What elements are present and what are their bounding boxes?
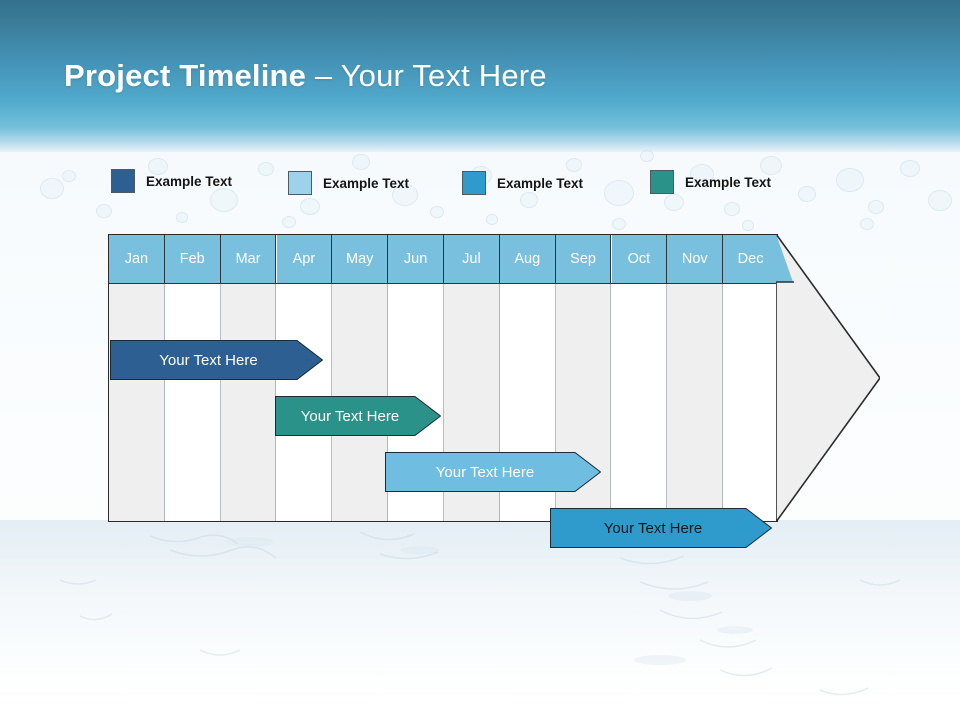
month-header-dec[interactable]: Dec (723, 235, 777, 283)
page-title-strong: Project Timeline (64, 58, 307, 93)
column-divider (666, 235, 668, 521)
month-column-aug: Aug (499, 235, 556, 521)
column-divider (722, 235, 724, 521)
month-column-apr: Apr (276, 235, 333, 521)
task-bar-4[interactable]: Your Text Here (550, 508, 772, 548)
month-header-sep[interactable]: Sep (555, 235, 612, 283)
column-divider (331, 235, 333, 521)
month-header-jan[interactable]: Jan (109, 235, 165, 283)
column-divider (498, 235, 500, 521)
header-gradient-band (0, 0, 960, 152)
legend-item-2[interactable]: Example Text (288, 171, 409, 195)
month-header-mar[interactable]: Mar (220, 235, 277, 283)
task-bar-shape-3 (385, 452, 601, 492)
column-divider (554, 235, 556, 521)
legend-item-4[interactable]: Example Text (650, 170, 771, 194)
timeline-arrow-tip (776, 234, 880, 522)
task-bar-shape-4 (550, 508, 772, 548)
legend-item-1[interactable]: Example Text (111, 169, 232, 193)
month-column-jun: Jun (388, 235, 444, 521)
legend-swatch-icon-2 (288, 171, 312, 195)
month-column-oct: Oct (611, 235, 668, 521)
page-title: Project Timeline – Your Text Here (64, 58, 547, 94)
month-header-aug[interactable]: Aug (499, 235, 556, 283)
task-bar-shape-1 (110, 340, 323, 380)
page-title-light: – Your Text Here (306, 58, 547, 93)
legend-label-3: Example Text (497, 175, 584, 191)
header-underline (109, 283, 777, 285)
month-column-may: May (332, 235, 389, 521)
month-header-oct[interactable]: Oct (611, 235, 668, 283)
column-divider (387, 235, 389, 521)
task-bar-2[interactable]: Your Text Here (275, 396, 441, 436)
month-header-may[interactable]: May (332, 235, 389, 283)
legend-swatch-icon-3 (462, 171, 486, 195)
month-header-feb[interactable]: Feb (164, 235, 221, 283)
month-header-jun[interactable]: Jun (388, 235, 444, 283)
month-header-apr[interactable]: Apr (276, 235, 333, 283)
legend-item-3[interactable]: Example Text (462, 171, 583, 195)
month-column-dec: Dec (723, 235, 777, 521)
legend-label-4: Example Text (685, 174, 772, 190)
legend-label-2: Example Text (323, 175, 410, 191)
month-header-jul[interactable]: Jul (444, 235, 500, 283)
task-bar-shape-2 (275, 396, 441, 436)
column-divider (442, 235, 444, 521)
month-header-nov[interactable]: Nov (667, 235, 724, 283)
task-bar-3[interactable]: Your Text Here (385, 452, 601, 492)
month-column-nov: Nov (667, 235, 724, 521)
month-column-feb: Feb (164, 235, 221, 521)
legend-swatch-icon-1 (111, 169, 135, 193)
legend-label-1: Example Text (146, 173, 233, 189)
task-bar-1[interactable]: Your Text Here (110, 340, 323, 380)
column-divider (610, 235, 612, 521)
legend-swatch-icon-4 (650, 170, 674, 194)
